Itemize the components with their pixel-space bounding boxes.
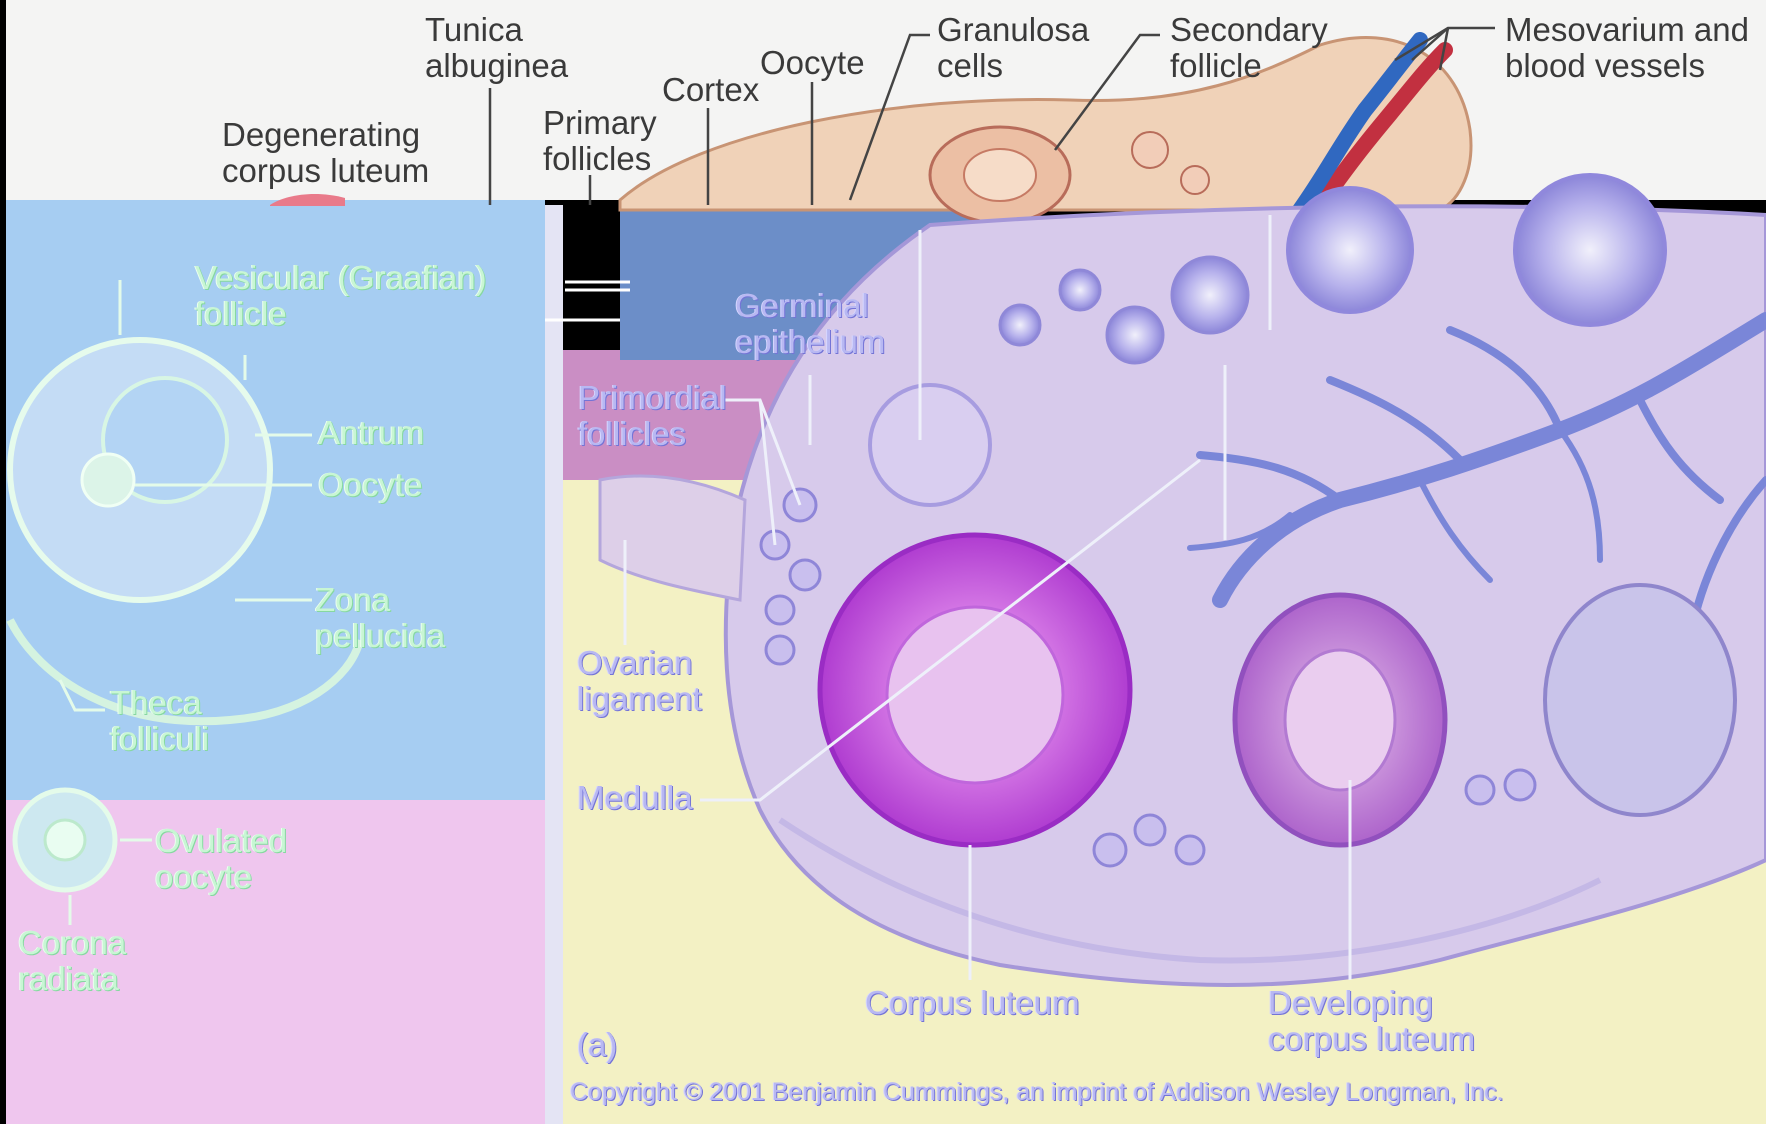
label-primordial-follicles: Primordial follicles: [578, 380, 727, 452]
primary-follicle-section-3: [1060, 270, 1100, 310]
label-granulosa-cells: Granulosa cells: [937, 12, 1089, 84]
label-oocyte-top: Oocyte: [760, 45, 865, 81]
label-antrum: Antrum: [318, 415, 424, 451]
label-cortex: Cortex: [662, 72, 759, 108]
label-germinal-epithelium: Germinal epithelium: [735, 288, 885, 360]
primary-follicle-section-1: [1172, 257, 1248, 333]
label-developing-corpus-luteum: Developing corpus luteum: [1268, 985, 1475, 1057]
left-edge: [0, 0, 6, 1124]
copyright-text: Copyright © 2001 Benjamin Cummings, an i…: [570, 1078, 1504, 1106]
growing-follicle: [870, 385, 990, 505]
label-ovulated-oocyte: Ovulated oocyte: [155, 823, 287, 895]
primary-follicle-section-4: [1000, 305, 1040, 345]
secondary-follicle-core: [964, 149, 1036, 201]
label-panel-a: (a): [577, 1027, 617, 1063]
label-degenerating-corpus-luteum: Degenerating corpus luteum: [222, 117, 429, 189]
primary-follicle-section-2: [1107, 307, 1163, 363]
primary-follicle-top: [1132, 132, 1168, 168]
secondary-follicle-section-1: [1288, 188, 1412, 312]
label-zona-pellucida: Zona pellucida: [315, 582, 445, 654]
label-mesovarium: Mesovarium and blood vessels: [1505, 12, 1749, 84]
label-ovarian-ligament: Ovarian ligament: [577, 645, 702, 717]
label-tunica-albuginea: Tunica albuginea: [425, 12, 568, 84]
label-corona-radiata: Corona radiata: [18, 925, 126, 997]
label-corpus-luteum: Corpus luteum: [865, 985, 1080, 1021]
label-oocyte-left: Oocyte: [318, 467, 423, 503]
secondary-follicle-section-2: [1515, 175, 1665, 325]
oocyte-left: [82, 454, 134, 506]
ovulated-oocyte-core: [45, 820, 85, 860]
label-secondary-follicle: Secondary follicle: [1170, 12, 1328, 84]
label-medulla: Medulla: [577, 780, 693, 816]
label-vesicular-follicle: Vesicular (Graafian) follicle: [195, 260, 487, 332]
label-theca-folliculi: Theca folliculi: [110, 685, 209, 757]
developing-corpus-luteum-core: [1285, 650, 1395, 790]
divider: [545, 205, 563, 1124]
degenerating-corpus-luteum-section: [1545, 585, 1735, 815]
primary-follicle-top-2: [1181, 166, 1209, 194]
label-primary-follicles: Primary follicles: [543, 105, 657, 177]
